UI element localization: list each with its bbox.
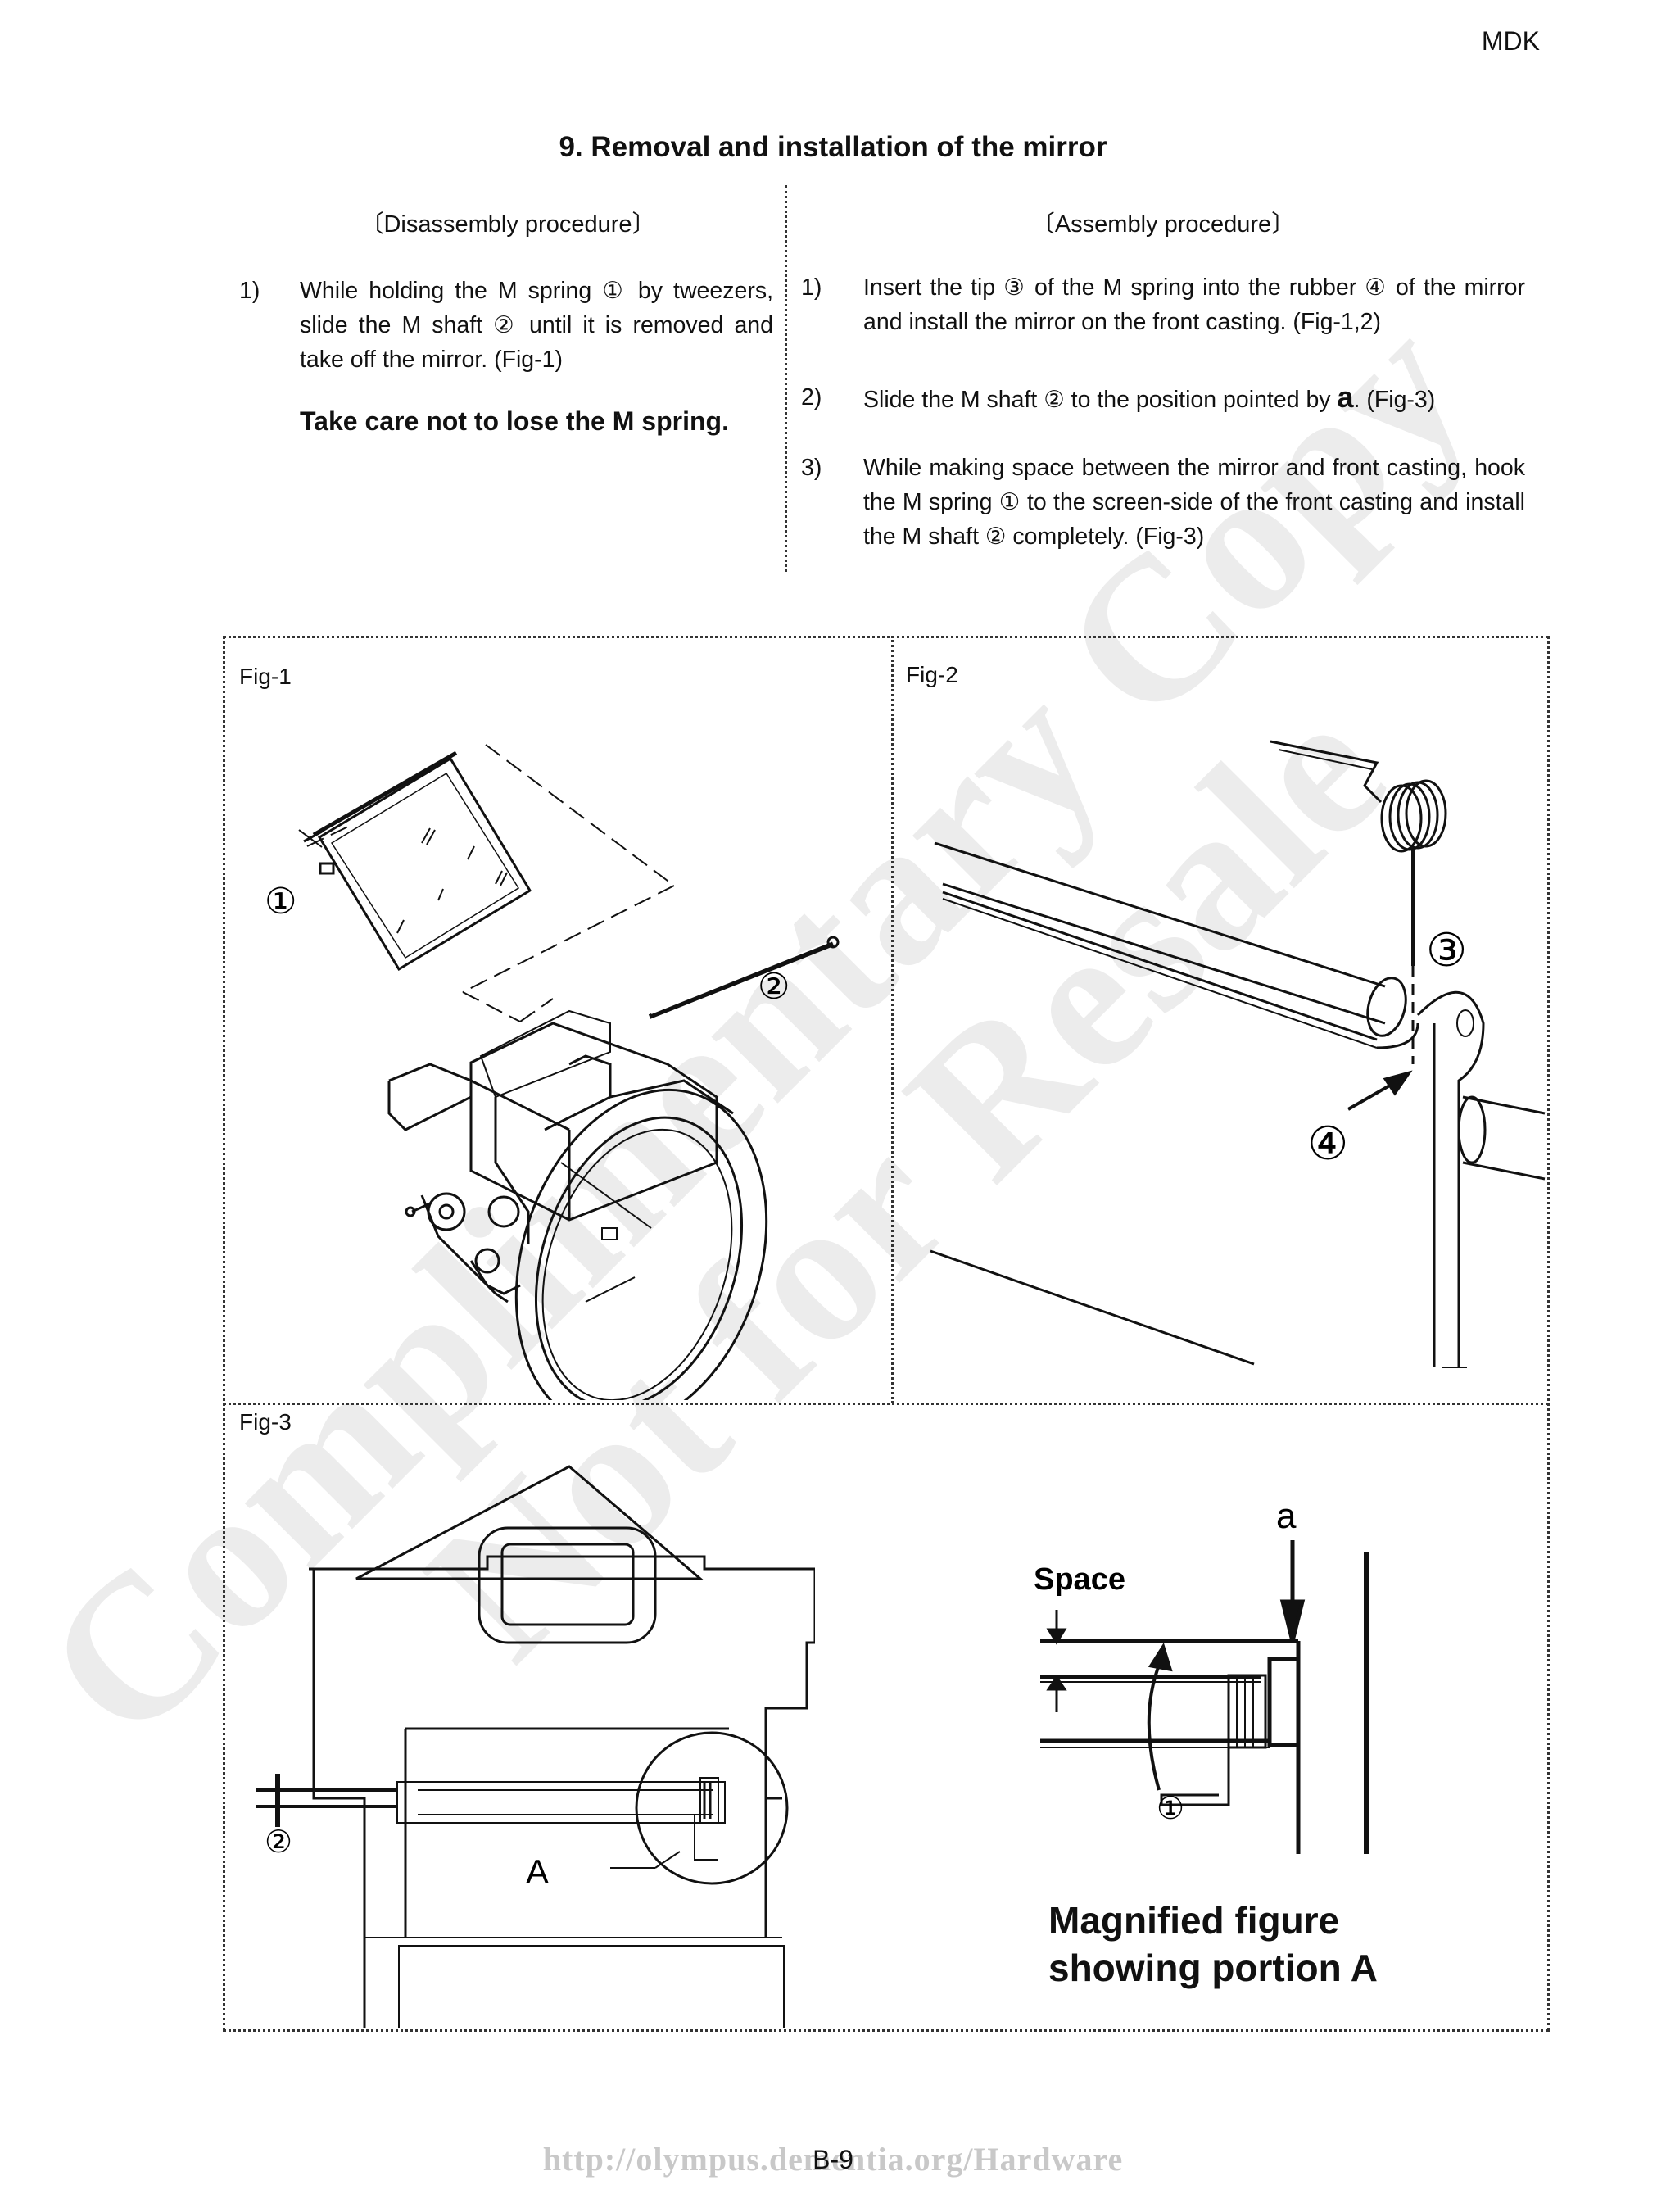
- magnified-caption: Magnified figure showing portion A: [1048, 1897, 1378, 1992]
- label-A: A: [526, 1852, 549, 1891]
- step-text: While making space between the mirror an…: [863, 455, 1525, 550]
- step-number: 3): [801, 455, 822, 481]
- assembly-step-3: 3) While making space between the mirror…: [801, 451, 1525, 557]
- step-text: Insert the tip ③ of the M spring into th…: [863, 274, 1525, 335]
- step-text: While holding the M spring ① by tweezers…: [300, 278, 773, 373]
- detail-circle-a: [635, 1731, 789, 1885]
- mirror-panel-outline: [317, 756, 532, 972]
- fig2-spring-insertion-drawing: ③ ④: [930, 740, 1546, 1368]
- fig3-label: Fig-3: [239, 1409, 292, 1435]
- position-mark-a: a: [1337, 380, 1354, 414]
- callout-2: ②: [265, 1825, 292, 1860]
- assembly-step-2: 2) Slide the M shaft ② to the position p…: [801, 380, 1525, 416]
- assembly-heading: 〔Assembly procedure〕: [1030, 211, 1296, 238]
- label-space: Space: [1034, 1562, 1125, 1597]
- watermark-url: http://olympus.dementia.org/Hardware: [542, 2141, 1124, 2178]
- assembly-step-1: 1) Insert the tip ③ of the M spring into…: [801, 270, 1525, 344]
- figure-frame: [223, 636, 1550, 2032]
- callout-1: ①: [265, 882, 297, 922]
- eyepiece-window: [478, 1526, 657, 1644]
- callout-2: ②: [758, 967, 790, 1007]
- header-code: MDK: [1481, 26, 1540, 56]
- fig3-casting-drawing: ② A: [256, 1465, 815, 2028]
- figure-divider-vertical: [891, 636, 894, 1403]
- caution-note: Take care not to lose the M spring.: [300, 406, 729, 436]
- step-text: Slide the M shaft ② to the position poin…: [863, 380, 1525, 417]
- step-text-end: . (Fig-3): [1353, 387, 1436, 413]
- magnified-caption-line-1: Magnified figure: [1048, 1899, 1340, 1942]
- step-number: 2): [801, 384, 822, 410]
- step-text-start: Slide the M shaft ② to the position poin…: [863, 387, 1338, 413]
- magnified-caption-line-2: showing portion A: [1048, 1947, 1379, 1989]
- label-a: a: [1276, 1496, 1297, 1536]
- fig3-magnified-portion-a: a Space ①: [1034, 1496, 1369, 1854]
- rubber-tube-end: [1366, 977, 1407, 1037]
- figure-divider-horizontal: [223, 1403, 1550, 1405]
- step-number: 1): [239, 278, 260, 304]
- section-title: 9. Removal and installation of the mirro…: [559, 131, 1107, 163]
- page-number: B-9: [813, 2145, 853, 2174]
- fig1-label: Fig-1: [239, 664, 292, 689]
- column-divider: [785, 185, 787, 572]
- spring-hook: [319, 862, 335, 875]
- fig1-exploded-mirror-drawing: ① ②: [265, 744, 840, 1400]
- disassembly-step-1: 1) While holding the M spring ① by tweez…: [239, 274, 773, 380]
- callout-3: ③: [1426, 924, 1467, 976]
- fig2-label: Fig-2: [906, 662, 958, 687]
- lens-mount-ring: [514, 1088, 768, 1400]
- callout-1: ①: [1157, 1792, 1184, 1826]
- callout-4: ④: [1307, 1117, 1348, 1169]
- step-number: 1): [801, 274, 822, 301]
- disassembly-heading: 〔Disassembly procedure〕: [360, 211, 656, 238]
